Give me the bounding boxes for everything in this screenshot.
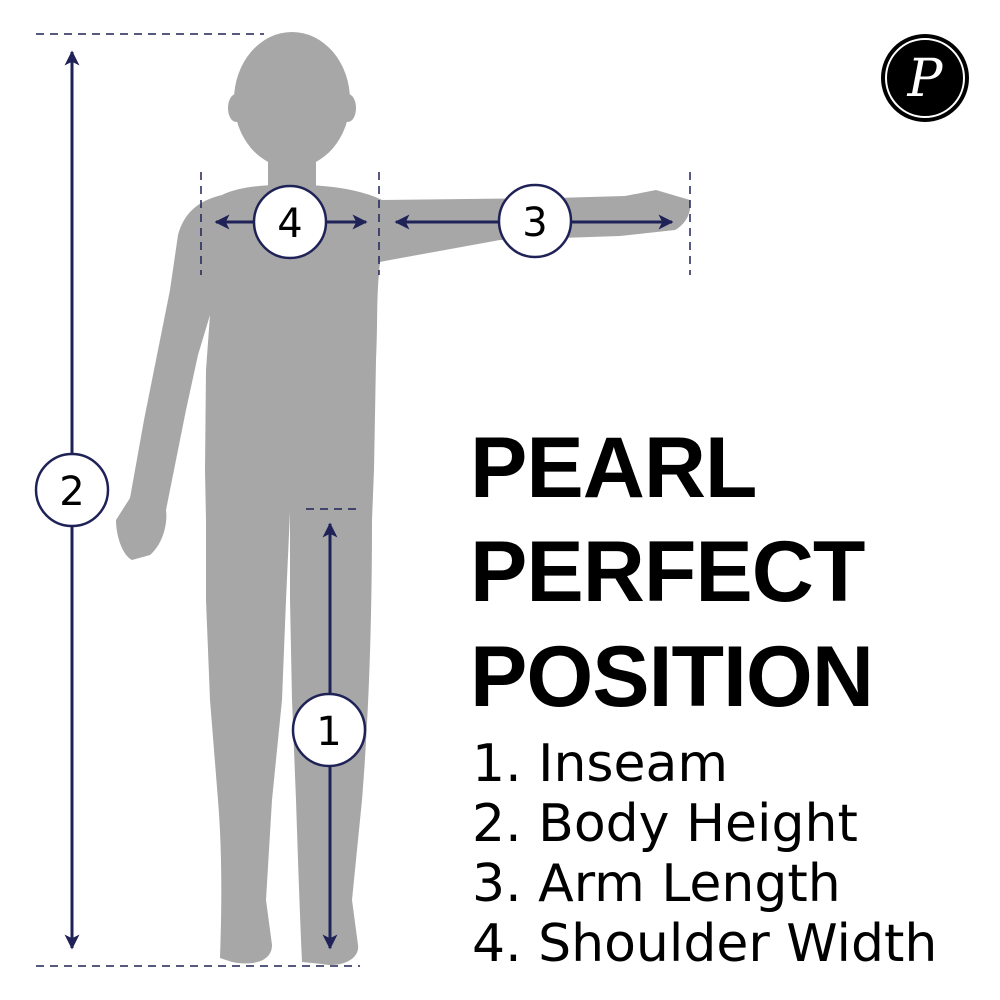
brand-logo: P: [881, 34, 969, 122]
marker-3-label: 3: [522, 200, 547, 246]
marker-4: 4: [252, 184, 328, 260]
title-line-3: POSITION: [470, 629, 874, 725]
title-line-2: PERFECT: [470, 524, 865, 620]
guide-lines: [36, 33, 691, 967]
title-line-1: PEARL: [470, 420, 757, 516]
marker-2-label: 2: [59, 469, 84, 515]
body-silhouette: [116, 32, 691, 966]
marker-2: 2: [34, 452, 110, 528]
logo-letter: P: [907, 49, 944, 109]
legend-item-arm-length: 3. Arm Length: [472, 854, 841, 914]
legend-item-shoulder-width: 4. Shoulder Width: [472, 914, 938, 974]
marker-4-label: 4: [277, 201, 302, 247]
marker-1: 1: [291, 692, 367, 768]
marker-1-label: 1: [316, 709, 341, 755]
marker-3: 3: [497, 183, 573, 259]
legend-item-inseam: 1. Inseam: [472, 734, 729, 794]
legend-item-body-height: 2. Body Height: [472, 794, 858, 854]
